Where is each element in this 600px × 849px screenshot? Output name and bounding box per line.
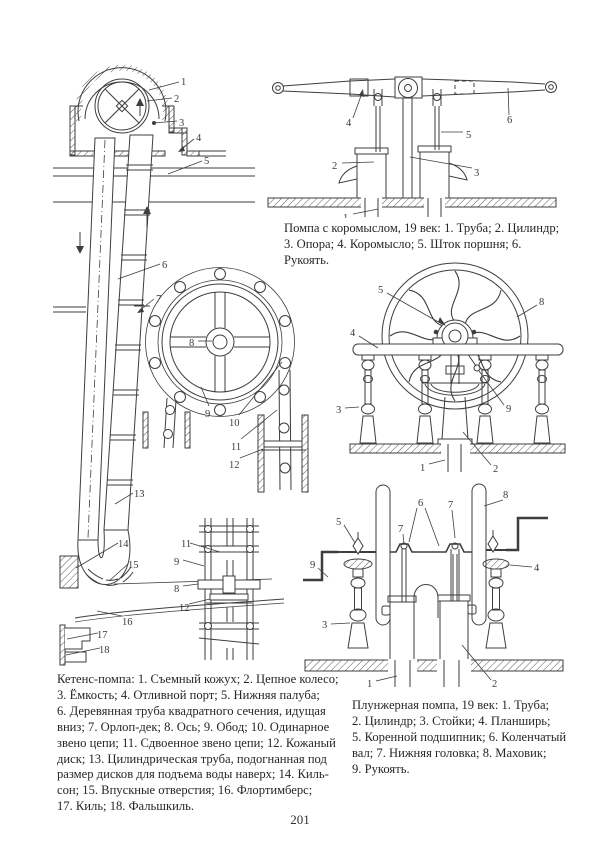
callout-9: 9 <box>506 404 511 415</box>
callout-5: 5 <box>466 130 471 141</box>
flywheel-pump-figure: 5 8 4 3 9 1 2 <box>336 262 566 475</box>
callout-8: 8 <box>503 490 508 501</box>
chain-pump-figure: 1 2 3 4 5 6 7 8 9 10 11 12 13 14 15 16 1… <box>53 64 309 666</box>
orlop-deck-lines <box>53 305 150 313</box>
plunger-pump-callouts: 8 6 7 7 5 9 4 3 1 2 <box>310 490 540 690</box>
flywheel-discs <box>375 483 487 626</box>
callout-3: 3 <box>474 168 479 179</box>
callout-4: 4 <box>534 563 540 574</box>
callout-3: 3 <box>336 405 341 416</box>
main-bearing <box>432 319 478 350</box>
chain-wheel-top <box>94 78 150 134</box>
flow-arrow-icons <box>76 98 151 254</box>
beam-pump-caption: Помпа с коромыслом, 19 век: 1. Труба; 2.… <box>284 221 560 267</box>
chain-wheel-detail <box>145 267 295 417</box>
plunger-pump-figure: 8 6 7 7 5 9 4 3 1 2 <box>303 483 564 690</box>
chain-link-detail <box>197 518 261 660</box>
callout-6: 6 <box>162 260 167 271</box>
callout-1: 1 <box>420 463 425 474</box>
callout-17: 17 <box>97 630 108 641</box>
cylinders <box>381 594 477 661</box>
chain-runs <box>142 369 309 493</box>
callout-15: 15 <box>128 560 139 571</box>
callout-8: 8 <box>189 338 194 349</box>
callout-4: 4 <box>196 133 202 144</box>
lower-deck-lines <box>53 167 255 203</box>
callout-8: 8 <box>539 297 544 308</box>
callout-3: 3 <box>322 620 327 631</box>
floor-timber <box>74 598 285 623</box>
callout-7: 7 <box>156 294 161 305</box>
callout-11: 11 <box>231 442 241 453</box>
rocker-beam <box>272 76 557 99</box>
callout-8b: 8 <box>174 584 179 595</box>
leader-lines <box>341 87 510 215</box>
deck <box>349 443 566 472</box>
chain-pump-caption: Кетенс-помпа: 1. Съемный кожух; 2. Цепно… <box>57 672 339 814</box>
callout-1: 1 <box>181 77 186 88</box>
callout-2: 2 <box>493 464 498 475</box>
flywheel-pump-callouts: 5 8 4 3 9 1 2 <box>336 285 544 475</box>
callout-10: 10 <box>229 418 240 429</box>
chain-pump-callouts: 1 2 3 4 5 6 7 8 9 10 11 12 13 14 15 16 1… <box>97 77 241 656</box>
beam-pump-figure: 4 6 5 2 3 1 <box>267 76 557 218</box>
callout-6: 6 <box>418 498 423 509</box>
callout-4: 4 <box>350 328 356 339</box>
piston-rods <box>373 89 442 152</box>
callout-9: 9 <box>310 560 315 571</box>
cylinders <box>338 145 468 199</box>
callout-14: 14 <box>118 539 129 550</box>
keelson <box>59 555 79 589</box>
callout-18: 18 <box>99 645 110 656</box>
pump-body <box>422 382 488 445</box>
leader-lines <box>344 292 538 466</box>
callout-6: 6 <box>507 115 512 126</box>
callout-7b: 7 <box>398 524 403 535</box>
deck <box>304 659 564 687</box>
support-post <box>402 98 413 198</box>
callout-2: 2 <box>332 161 337 172</box>
keel-section <box>59 624 91 666</box>
callout-9: 9 <box>205 409 210 420</box>
beam-pump-callouts: 4 6 5 2 3 1 <box>332 115 512 218</box>
plunger-pump-caption: Плунжерная помпа, 19 век: 1. Труба; 2. Ц… <box>352 698 567 776</box>
leader-lines <box>65 81 283 656</box>
callout-3: 3 <box>179 118 184 129</box>
callout-11b: 11 <box>181 539 191 550</box>
callout-5: 5 <box>204 156 209 167</box>
balusters <box>359 354 551 444</box>
callout-12b: 12 <box>179 603 190 614</box>
callout-4: 4 <box>346 118 352 129</box>
callout-12: 12 <box>229 460 240 471</box>
callout-2: 2 <box>174 94 179 105</box>
leader-lines <box>317 499 533 682</box>
deck <box>267 196 557 217</box>
rail <box>352 343 564 356</box>
callout-13: 13 <box>134 489 145 500</box>
callout-1: 1 <box>343 213 348 218</box>
callout-5: 5 <box>336 517 341 528</box>
callout-7a: 7 <box>448 500 453 511</box>
main-bearings <box>343 530 510 570</box>
callout-16: 16 <box>122 617 133 628</box>
callout-5: 5 <box>378 285 383 296</box>
callout-9b: 9 <box>174 557 179 568</box>
page-number: 201 <box>290 812 310 827</box>
callout-2: 2 <box>492 679 497 690</box>
callout-1: 1 <box>367 679 372 690</box>
